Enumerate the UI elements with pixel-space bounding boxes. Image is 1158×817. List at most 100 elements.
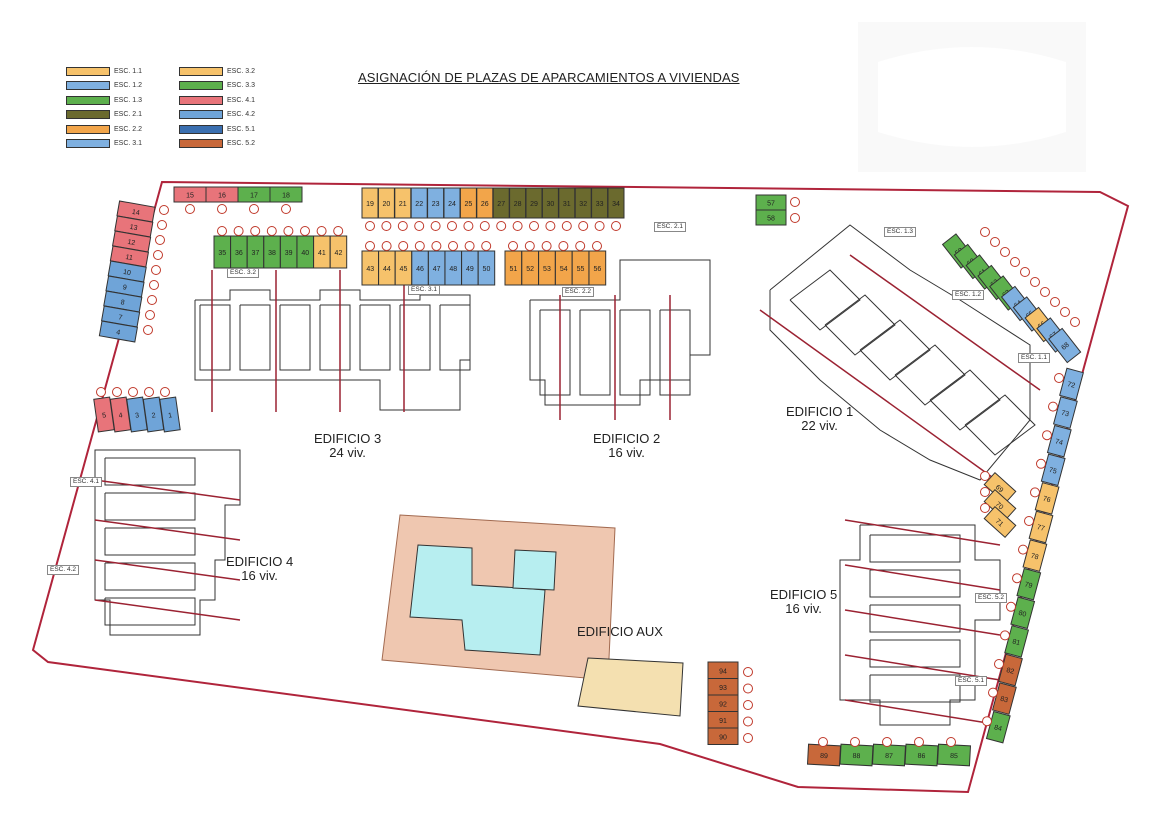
parking-space-number: 79 [1024,581,1033,590]
parking-space-22: 22 [410,187,428,219]
unit-marker [365,241,375,251]
parking-space-47: 47 [427,250,446,286]
unit-marker [160,387,170,397]
floorplan-outline [839,524,1001,726]
parking-space-31: 31 [558,187,576,219]
parking-space-number: 77 [1036,524,1045,533]
parking-space-number: 92 [719,701,727,708]
parking-space-number: 18 [282,193,290,200]
parking-space-34: 34 [607,187,625,219]
parking-space-number: 38 [268,250,276,257]
floorplan-outline [859,319,931,381]
parking-space-number: 78 [1030,553,1039,562]
unit-marker [147,295,157,305]
floorplan-outline [239,304,271,371]
legend-swatch [179,81,223,90]
legend-item: ESC. 3.1 [66,139,142,149]
parking-space-number: 31 [563,201,571,208]
legend-item: ESC. 2.1 [66,110,142,120]
parking-space-fill [269,186,303,203]
legend-item: ESC. 5.1 [179,124,255,134]
unit-marker [414,221,425,231]
parking-space-fill [755,209,787,226]
legend-swatch [66,139,110,148]
parking-space-number: 11 [125,254,133,262]
parking-space-number: 53 [543,266,551,273]
floorplan-outline [929,369,1001,431]
floorplan-outline [894,344,966,406]
parking-space-number: 7 [118,314,123,322]
parking-space-number: 87 [885,753,893,760]
parking-space-number: 71 [994,518,1005,528]
unit-marker [1020,267,1030,277]
unit-marker [1050,297,1060,307]
unit-marker [448,241,458,251]
legend-item: ESC. 4.1 [179,95,255,105]
unit-marker [157,220,167,230]
legend-item: ESC. 3.3 [179,81,255,91]
floorplan-outline [869,534,961,563]
parking-space-19: 19 [361,187,379,219]
parking-space-90: 90 [707,727,739,745]
unit-marker [850,737,860,747]
unit-marker [365,221,375,231]
floorplan-outline [199,304,231,371]
parking-space-number: 68 [1060,341,1071,351]
parking-space-fill [1022,539,1048,572]
legend-swatch [179,124,223,134]
aux-building [577,657,684,717]
unit-marker [578,221,589,231]
parking-space-45: 45 [394,250,413,286]
floorplan-outline [104,492,196,521]
parking-space-82: 82 [998,653,1023,687]
parking-space-71: 71 [983,505,1017,539]
unit-marker [1018,544,1028,555]
unit-marker [155,235,165,245]
legend-label: ESC. 4.2 [227,111,256,118]
parking-space-fill [1034,482,1060,515]
unit-marker [980,471,990,481]
watermark-logo [858,22,1086,172]
parking-space-53: 53 [538,250,556,286]
parking-space-fill [1059,367,1084,401]
parking-space-86: 86 [904,743,939,767]
unit-marker [1036,458,1046,469]
floorplan-outline [619,309,651,396]
unit-marker [1006,601,1016,612]
property-line [844,564,1001,591]
parking-space-26: 26 [476,187,494,219]
unit-marker [1030,277,1040,287]
unit-marker [1010,257,1020,267]
parking-space-83: 83 [991,682,1017,715]
parking-space-number: 22 [415,201,423,208]
parking-space-number: 36 [235,250,243,257]
stair-label-1-3: ESC. 1.3 [884,227,917,237]
unit-marker [611,221,621,231]
parking-space-number: 42 [335,250,343,257]
unit-marker [153,250,163,260]
parking-space-55: 55 [571,250,590,286]
property-line [849,254,1041,391]
unit-marker [1042,430,1052,441]
parking-space-number: 12 [127,239,136,247]
unit-marker [381,221,392,231]
legend-label: ESC. 3.3 [227,82,256,89]
unit-marker [398,241,409,251]
parking-space-number: 44 [383,266,391,273]
unit-marker [790,213,800,223]
floorplan-outline [104,597,196,626]
parking-space-number: 26 [481,201,489,208]
unit-marker [1012,573,1022,584]
parking-space-43: 43 [361,250,379,286]
parking-space-number: 94 [719,668,727,675]
legend-label: ESC. 4.1 [227,96,256,104]
parking-space-number: 90 [719,734,727,741]
parking-space-fill [1052,396,1078,429]
parking-space-fill [1004,625,1030,658]
unit-marker [1060,307,1070,317]
unit-marker [233,226,244,236]
unit-marker [250,226,261,236]
unit-marker [496,221,507,231]
parking-space-89: 89 [806,743,842,767]
